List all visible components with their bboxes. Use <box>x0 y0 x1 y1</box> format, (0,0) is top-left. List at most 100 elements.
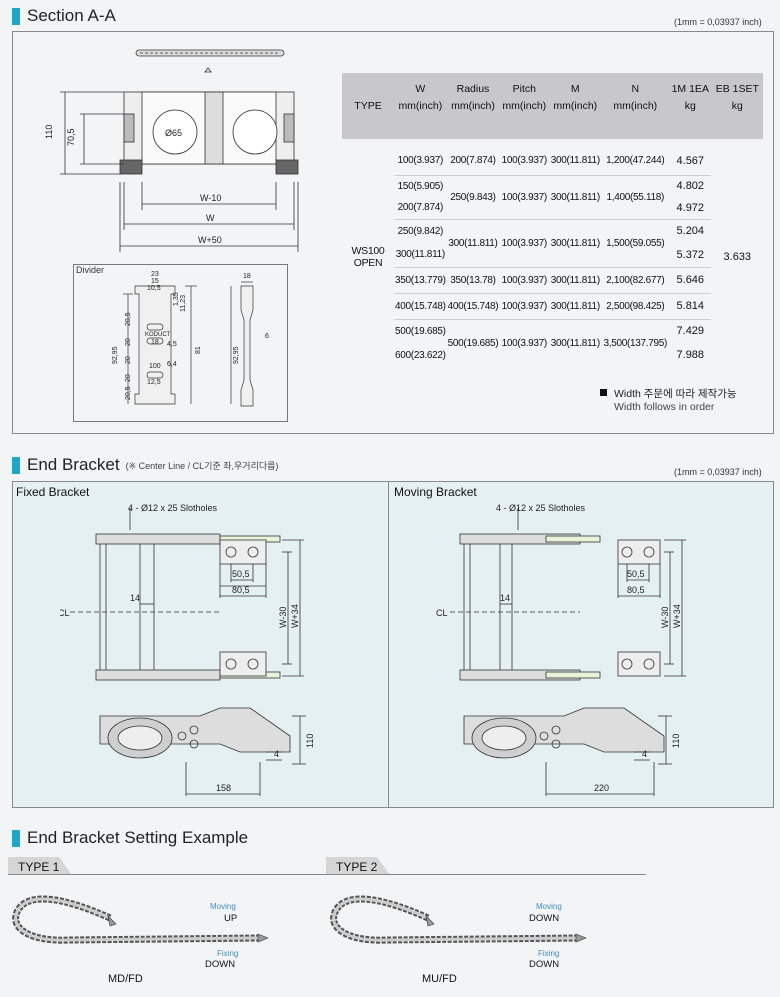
moving-bracket-drawing: 4 - Ø12 x 25 Slotholes 50,5 80,5 14 CL W… <box>436 503 686 796</box>
svg-text:81: 81 <box>195 346 202 354</box>
type2-chain-drawing: Moving DOWN Fixing DOWN MU/FD <box>330 895 587 985</box>
type2-moving-label: Moving <box>536 902 562 911</box>
type1-fixing-dir: DOWN <box>205 959 235 970</box>
unit-note: (1mm = 0,03937 inch) <box>674 17 762 27</box>
svg-text:20,5: 20,5 <box>125 386 132 400</box>
dim-diameter-65: Ø65 <box>165 128 182 138</box>
svg-text:14: 14 <box>500 593 510 603</box>
note-bullet <box>600 389 607 396</box>
svg-text:80,5: 80,5 <box>232 585 250 595</box>
divider-label: Divider <box>76 265 105 275</box>
type1-moving-dir: UP <box>224 913 237 924</box>
svg-text:100: 100 <box>149 363 161 370</box>
type2-tab <box>326 857 390 875</box>
type1-rule <box>8 874 328 875</box>
divider-box <box>73 264 288 422</box>
table-row: 300(11.811) 5.372 <box>342 243 763 268</box>
dim-w-plus-50: W+50 <box>198 235 222 245</box>
note-english: Width follows in order <box>614 401 715 413</box>
table-row: 600(23.622) 7.988 <box>395 349 705 361</box>
svg-text:18: 18 <box>151 339 159 346</box>
unit-note: (1mm = 0,03937 inch) <box>674 467 762 477</box>
section-marker <box>12 456 20 474</box>
svg-text:4,5: 4,5 <box>167 341 177 348</box>
svg-text:6: 6 <box>265 333 269 340</box>
svg-text:18: 18 <box>243 273 251 280</box>
svg-text:220: 220 <box>594 783 609 793</box>
svg-text:1,35: 1,35 <box>173 292 180 306</box>
svg-text:92,95: 92,95 <box>112 346 119 364</box>
svg-text:20,5: 20,5 <box>125 312 132 326</box>
table-row: 500(19.685) 500(19.685) 100(3.937) 300(1… <box>395 325 705 349</box>
svg-text:14: 14 <box>130 593 140 603</box>
svg-text:W-30: W-30 <box>660 607 670 628</box>
table-row: 150(5.905) 250(9.843) 100(3.937) 300(11.… <box>342 175 763 220</box>
section-marker <box>12 829 20 847</box>
type1-tab <box>8 857 72 875</box>
svg-text:110: 110 <box>671 734 681 748</box>
eb-set-cell: 3.633 <box>723 251 752 263</box>
svg-text:W+34: W+34 <box>672 604 682 628</box>
type1-caption: MD/FD <box>108 973 143 985</box>
table-row: 350(13.779) 350(13.78) 100(3.937) 300(11… <box>342 267 763 294</box>
fixed-bracket-title: Fixed Bracket <box>16 485 90 499</box>
panel-divider <box>388 481 389 808</box>
svg-text:4: 4 <box>274 749 279 759</box>
header-type: TYPE <box>342 73 394 139</box>
svg-text:W-30: W-30 <box>278 607 288 628</box>
svg-text:20: 20 <box>125 356 132 364</box>
svg-text:158: 158 <box>216 783 231 793</box>
setting-example-title: End Bracket Setting Example <box>12 828 248 848</box>
svg-text:4: 4 <box>642 749 647 759</box>
svg-text:11,23: 11,23 <box>180 295 187 312</box>
svg-text:80,5: 80,5 <box>627 585 645 595</box>
section-a-drawing: 110 70,5 Ø65 W-10 W W+50 <box>44 49 299 252</box>
svg-text:4 - Ø12 x 25 Slotholes: 4 - Ø12 x 25 Slotholes <box>128 503 218 513</box>
moving-bracket-title: Moving Bracket <box>394 485 477 499</box>
svg-text:110: 110 <box>305 734 315 748</box>
type2-fixing-label: Fixing <box>538 949 559 958</box>
svg-text:92,95: 92,95 <box>233 346 240 364</box>
svg-text:12,5: 12,5 <box>147 379 161 386</box>
section-a-panel <box>12 31 774 434</box>
note-korean: Width 주문에 따라 제작가능 <box>614 388 737 400</box>
type1-chain-drawing: Moving UP Fixing DOWN MD/FD <box>12 895 269 985</box>
svg-text:20: 20 <box>125 374 132 382</box>
type1-moving-label: Moving <box>210 902 236 911</box>
section-a-title: Section A-A <box>12 6 116 26</box>
type2-label: TYPE 2 <box>336 860 378 874</box>
end-bracket-title: End Bracket (※ Center Line / CL기준 좌,우거리다… <box>12 455 278 475</box>
table-row: 200(7.874) 4.972 <box>342 197 763 220</box>
type2-moving-dir: DOWN <box>529 913 559 924</box>
svg-text:CL: CL <box>436 608 448 618</box>
svg-text:10,5: 10,5 <box>147 285 161 292</box>
table-row: 250(9.842) 300(11.811) 100(3.937) 300(11… <box>342 219 763 268</box>
svg-text:4 - Ø12 x 25 Slotholes: 4 - Ø12 x 25 Slotholes <box>496 503 586 513</box>
type1-fixing-label: Fixing <box>217 949 238 958</box>
svg-text:15: 15 <box>151 278 159 285</box>
svg-text:KODUCT: KODUCT <box>145 332 171 338</box>
svg-text:20: 20 <box>125 338 132 346</box>
table-row: 400(15.748) 400(15.748) 100(3.937) 300(1… <box>342 293 763 320</box>
svg-text:23: 23 <box>151 271 159 278</box>
type2-caption: MU/FD <box>422 973 457 985</box>
type2-fixing-dir: DOWN <box>529 959 559 970</box>
svg-text:50,5: 50,5 <box>232 569 250 579</box>
dim-w-minus-10: W-10 <box>200 193 221 203</box>
dim-110: 110 <box>44 125 54 139</box>
dim-70-5: 70,5 <box>66 128 76 146</box>
svg-text:50,5: 50,5 <box>627 569 645 579</box>
type2-rule <box>326 874 646 875</box>
svg-text:CL: CL <box>60 608 70 618</box>
divider-drawing: 23 15 10,5 1,35 11,23 20,5 20 20 20 20,5… <box>112 271 269 407</box>
